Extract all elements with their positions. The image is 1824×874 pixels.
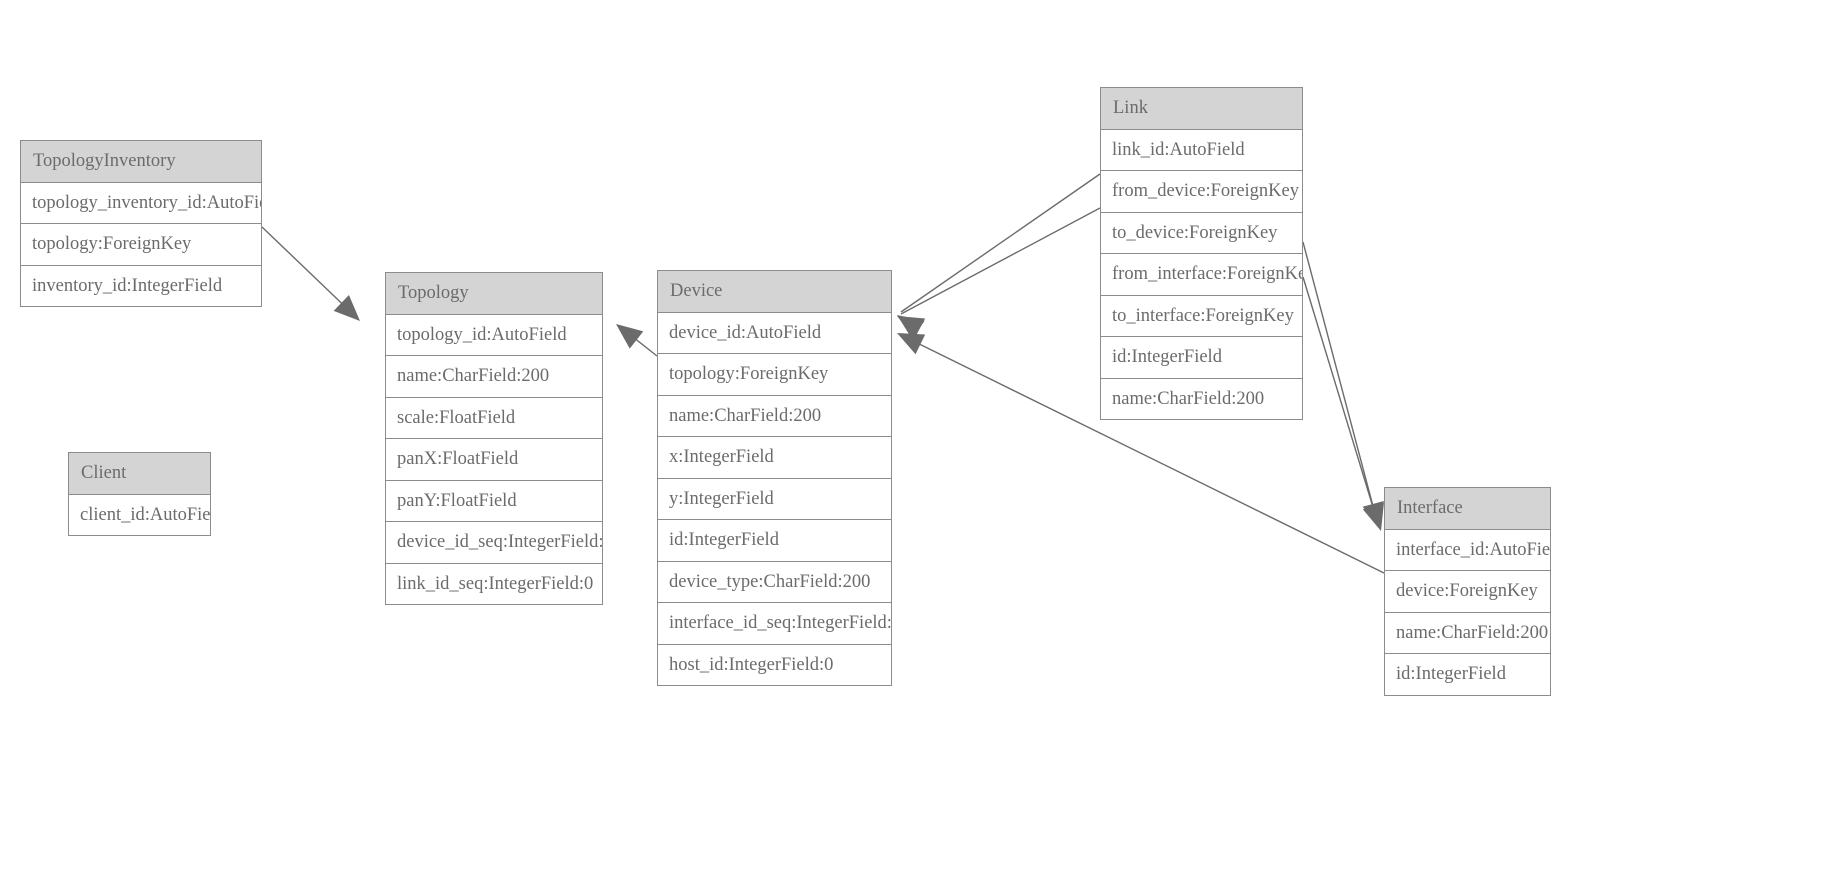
entity-field[interactable]: x:IntegerField <box>658 437 891 479</box>
relationship-arrowhead <box>897 316 926 338</box>
entity-field[interactable]: client_id:AutoField <box>69 494 210 535</box>
entity-field[interactable]: name:CharField:200 <box>1385 612 1550 654</box>
entity-field[interactable]: topology:ForeignKey <box>21 224 261 266</box>
entity-title-topology: Topology <box>386 273 602 315</box>
relationship-link-to_interface <box>1302 276 1384 531</box>
entity-field[interactable]: interface_id_seq:IntegerField:0 <box>658 603 891 645</box>
entity-field[interactable]: name:CharField:200 <box>386 356 602 398</box>
relationship-line <box>900 207 1101 315</box>
entity-field[interactable]: id:IntegerField <box>1385 654 1550 695</box>
entity-field[interactable]: y:IntegerField <box>658 478 891 520</box>
entity-field[interactable]: device_type:CharField:200 <box>658 561 891 603</box>
entity-field[interactable]: from_device:ForeignKey <box>1101 171 1302 213</box>
relationship-arrowhead <box>897 333 926 355</box>
entity-title-client: Client <box>69 453 210 495</box>
relationship-line <box>261 226 358 319</box>
entity-title-link: Link <box>1101 88 1302 130</box>
relationship-arrowhead <box>333 295 360 321</box>
entity-field[interactable]: interface_id:AutoField <box>1385 529 1550 571</box>
relationship-line <box>618 325 658 357</box>
entity-field[interactable]: name:CharField:200 <box>658 395 891 437</box>
entity-field[interactable]: panX:FloatField <box>386 439 602 481</box>
entity-field[interactable]: host_id:IntegerField:0 <box>658 644 891 685</box>
entity-field[interactable]: to_device:ForeignKey <box>1101 212 1302 254</box>
entity-field[interactable]: inventory_id:IntegerField <box>21 265 261 306</box>
relationship-line <box>1302 241 1379 526</box>
entity-field[interactable]: id:IntegerField <box>1101 337 1302 379</box>
relationship-line <box>900 173 1101 313</box>
entity-field[interactable]: topology_id:AutoField <box>386 314 602 356</box>
entity-field[interactable]: topology_inventory_id:AutoField <box>21 182 261 224</box>
relationship-device-topology <box>616 324 658 357</box>
entity-title-device: Device <box>658 271 891 313</box>
relationship-arrowhead <box>616 324 644 349</box>
entity-field[interactable]: topology:ForeignKey <box>658 354 891 396</box>
relationship-topologyinventory-topology <box>261 226 360 321</box>
entity-field[interactable]: name:CharField:200 <box>1101 378 1302 419</box>
relationship-link-from_interface <box>1302 241 1384 529</box>
relationship-line <box>1302 276 1380 528</box>
entity-field[interactable]: device:ForeignKey <box>1385 571 1550 613</box>
entity-field[interactable]: device_id_seq:IntegerField:0 <box>386 522 602 564</box>
entity-field[interactable]: from_interface:ForeignKey <box>1101 254 1302 296</box>
relationship-arrowhead <box>897 315 925 339</box>
relationship-link-from_device <box>897 173 1101 339</box>
relationship-link-to_device <box>897 207 1101 338</box>
entity-title-topology_inventory: TopologyInventory <box>21 141 261 183</box>
entity-field[interactable]: link_id:AutoField <box>1101 129 1302 171</box>
entity-title-interface: Interface <box>1385 488 1550 530</box>
entity-field[interactable]: scale:FloatField <box>386 397 602 439</box>
entity-field[interactable]: device_id:AutoField <box>658 312 891 354</box>
entity-field[interactable]: panY:FloatField <box>386 480 602 522</box>
entity-field[interactable]: id:IntegerField <box>658 520 891 562</box>
entity-field[interactable]: to_interface:ForeignKey <box>1101 295 1302 337</box>
entity-field[interactable]: link_id_seq:IntegerField:0 <box>386 563 602 604</box>
